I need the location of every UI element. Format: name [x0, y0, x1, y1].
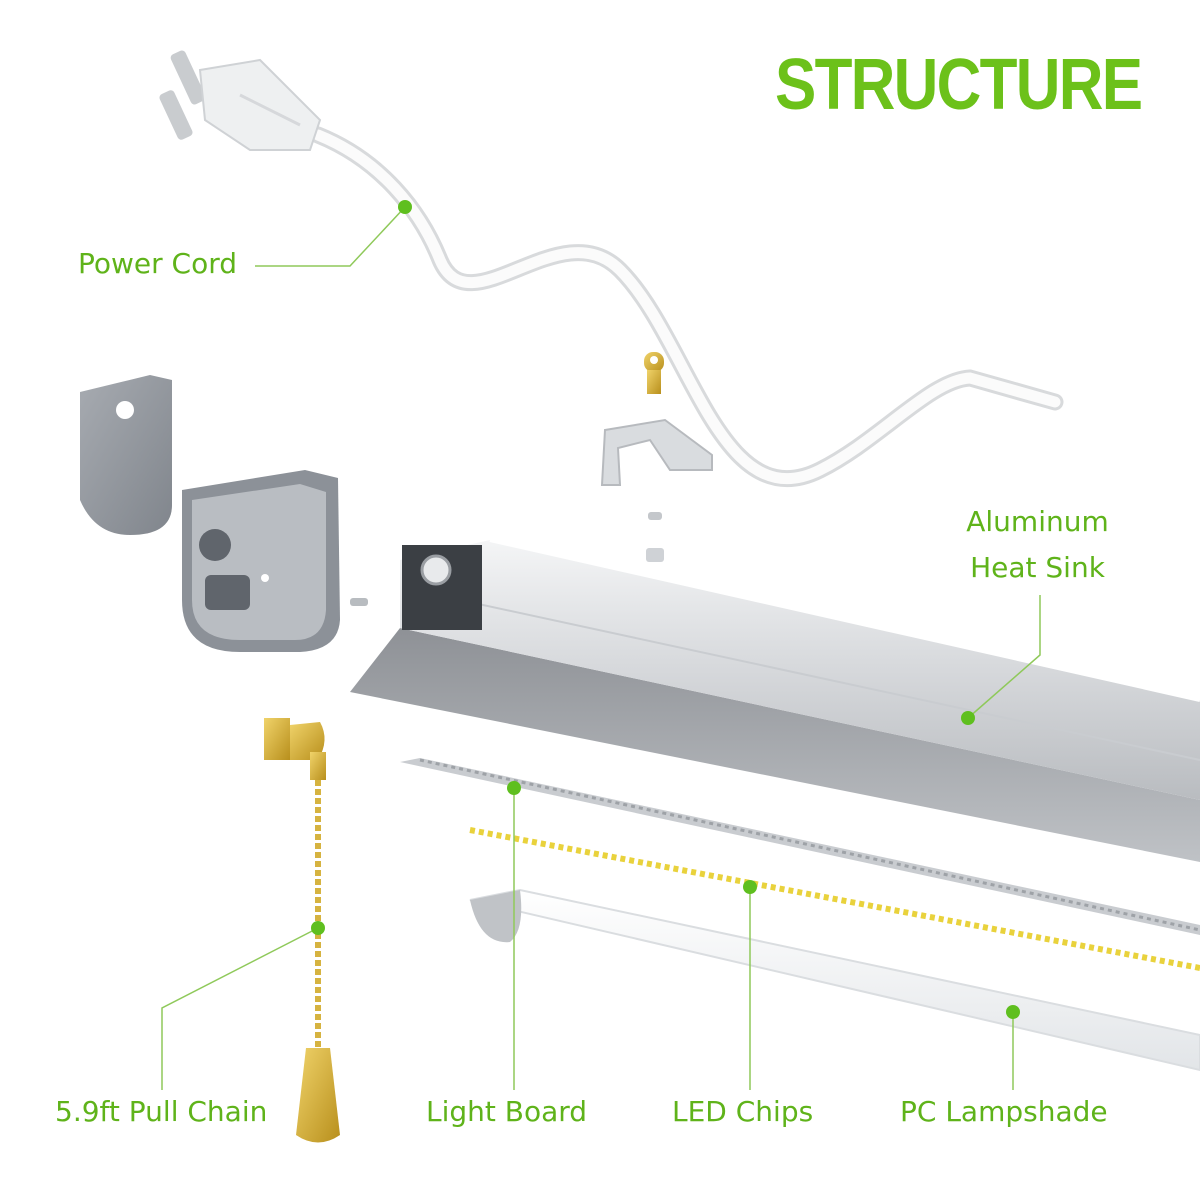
aluminum-heat-sink	[350, 538, 1200, 862]
led-chips-dot	[743, 880, 757, 894]
hanger-hook-icon	[644, 352, 664, 394]
pull-chain-switch	[264, 718, 340, 1143]
lampshade-dot	[1006, 1005, 1020, 1019]
power-cord	[159, 50, 1064, 487]
callout-dots	[311, 200, 1020, 1019]
label-heat-sink-line1: Aluminum	[966, 505, 1109, 538]
led-chip-strip	[469, 827, 1200, 971]
end-cap-housing	[182, 470, 340, 652]
power-cord-dot	[398, 200, 412, 214]
light-board	[400, 758, 1200, 935]
power-plug-icon	[159, 50, 322, 151]
mounting-screw	[350, 598, 368, 606]
label-pull-chain: 5.9ft Pull Chain	[55, 1095, 268, 1128]
page-title: STRUCTURE	[775, 45, 1143, 125]
label-heat-sink-line2: Heat Sink	[970, 551, 1105, 584]
mounting-clip	[600, 352, 713, 562]
label-light-board: Light Board	[426, 1095, 588, 1128]
label-power-cord: Power Cord	[78, 247, 238, 280]
heat-sink-dot	[961, 711, 975, 725]
pull-chain-dot	[311, 921, 325, 935]
label-pc-lampshade: PC Lampshade	[900, 1095, 1108, 1128]
end-cap-plate	[80, 375, 172, 535]
label-led-chips: LED Chips	[672, 1095, 814, 1128]
light-board-dot	[507, 781, 521, 795]
leader-lines	[161, 206, 1041, 1090]
pc-lampshade	[469, 888, 1200, 1072]
